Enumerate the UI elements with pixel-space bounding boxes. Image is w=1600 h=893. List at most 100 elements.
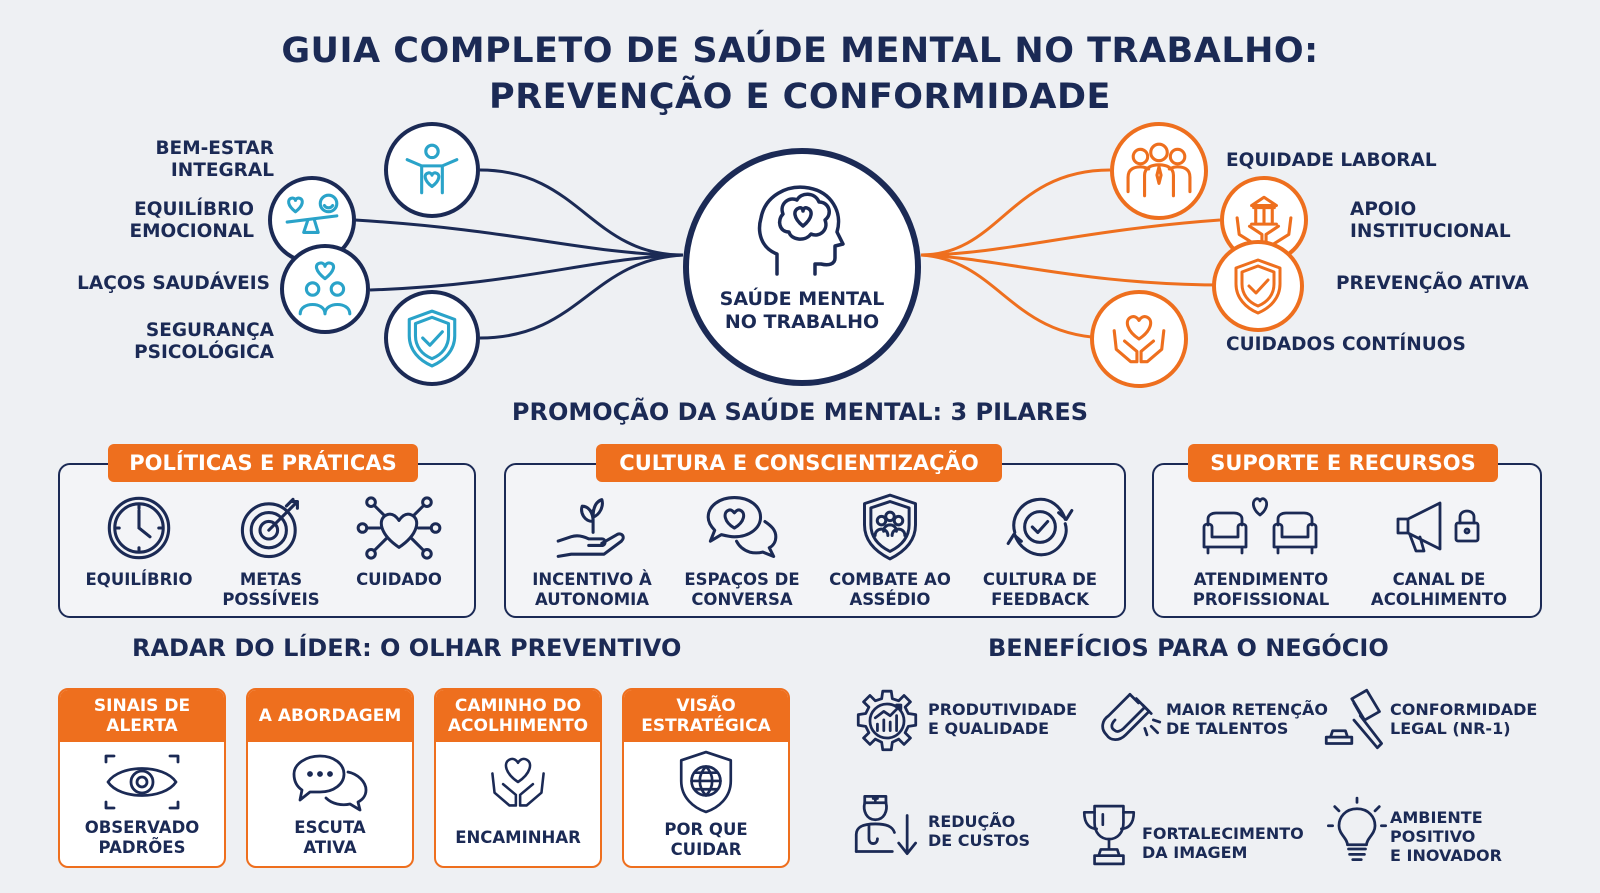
radar-card-alerta-foot-line-2: PADRÕES [98,838,186,857]
magnet-icon [1101,693,1162,742]
pillar-item-metas-line-2: POSSÍVEIS [222,590,320,609]
radar-card-abordagem-foot-line-1: ESCUTA [294,818,366,837]
hub-center-line-1: SAÚDE MENTAL [719,288,885,310]
pillar-item-canal: CANAL DE ACOLHIMENTO [1362,570,1516,610]
hub-node-left-3 [280,244,370,334]
title-line-2: PREVENÇÃO E CONFORMIDADE [489,77,1111,117]
benefit-produtividade-line-1: PRODUTIVIDADE [928,700,1077,719]
hand-plant-icon [556,498,625,558]
connector-right-2 [920,218,1221,257]
benefit-retencao-line-1: MAIOR RETENÇÃO [1166,700,1328,719]
head-brain-heart-icon [757,185,845,276]
hub-label-left-3-line-1: LAÇOS SAUDÁVEIS [77,273,270,294]
hub-center-label: SAÚDE MENTAL NO TRABALHO [689,288,915,334]
hub-label-left-4: SEGURANÇA PSICOLÓGICA [54,320,274,364]
trophy-icon [1082,804,1136,866]
benefits-heading: BENEFÍCIOS PARA O NEGÓCIO [988,634,1389,662]
shield-globe-icon [679,750,733,814]
hub-label-right-1-line-1: EQUIDADE LABORAL [1226,150,1437,171]
title-line-1: GUIA COMPLETO DE SAÚDE MENTAL NO TRABALH… [281,31,1319,71]
speech-bubbles-icon [292,754,368,812]
benefit-conformidade-line-2: LEGAL (NR-1) [1390,719,1511,738]
hub-label-right-4: CUIDADOS CONTÍNUOS [1226,334,1526,356]
hub-center-line-2: NO TRABALHO [724,311,880,333]
hub-label-left-1: BEM-ESTAR INTEGRAL [54,138,274,182]
lightbulb-icon [1326,796,1388,862]
pillar-item-atendimento: ATENDIMENTO PROFISSIONAL [1186,570,1336,610]
radar-card-acolhimento-foot: ENCAMINHAR [436,828,600,848]
radar-card-visao-foot-line-2: CUIDAR [670,840,742,859]
pillar-title-suporte: SUPORTE E RECURSOS [1188,444,1498,482]
benefit-ambiente-line-2: POSITIVO [1390,827,1476,846]
hands-heart-icon [1112,315,1166,364]
pillar-item-autonomia-line-1: INCENTIVO À [532,570,652,589]
radar-card-alerta-head-line-2: ALERTA [106,716,178,736]
radar-card-acolhimento-head-line-1: CAMINHO DO [454,696,582,716]
radar-card-abordagem: A ABORDAGEM ESCUTA ATIVA [246,688,414,868]
pillar-item-assedio: COMBATE AO ASSÉDIO [822,570,958,610]
radar-card-acolhimento-head-line-2: ACOLHIMENTO [447,716,589,736]
benefit-ambiente-line-3: E INOVADOR [1390,846,1502,865]
gavel-icon [1324,688,1383,750]
hub-node-left-4 [384,290,480,386]
hub-label-left-2-line-2: EMOCIONAL [129,221,254,242]
hub-label-left-2: EQUILÍBRIO EMOCIONAL [34,199,254,243]
people-heart-icon [298,261,352,316]
benefit-ambiente: AMBIENTE POSITIVO E INOVADOR [1390,808,1502,865]
connector-left-3 [369,253,684,292]
connector-right-3 [920,253,1226,287]
eye-icon [104,754,180,810]
shield-people-icon [863,493,917,561]
radar-card-alerta-foot: OBSERVADO PADRÕES [60,818,224,858]
benefit-retencao-line-2: DE TALENTOS [1166,719,1289,738]
hub-label-right-2-line-2: INSTITUCIONAL [1350,221,1511,242]
armchairs-heart-icon [1202,497,1318,555]
pillar-item-equilibrio-line-1: EQUILÍBRIO [85,570,193,589]
hub-label-left-4-line-1: SEGURANÇA [145,320,274,341]
connector-left-4 [479,253,684,340]
pillar-item-autonomia: INCENTIVO À AUTONOMIA [522,570,662,610]
pillars-heading: PROMOÇÃO DA SAÚDE MENTAL: 3 PILARES [511,398,1089,426]
hub-label-left-1-line-1: BEM-ESTAR [155,138,274,159]
pillar-item-metas: METAS POSSÍVEIS [206,570,336,610]
benefit-imagem-line-2: DA IMAGEM [1142,843,1248,862]
cycle-check-icon [1006,497,1074,557]
pillar-item-feedback: CULTURA DE FEEDBACK [970,570,1110,610]
hub-node-right-1 [1110,122,1208,220]
pillar-item-feedback-line-2: FEEDBACK [991,590,1089,609]
radar-card-acolhimento-foot-line-1: ENCAMINHAR [455,828,581,847]
hub-label-right-3: PREVENÇÃO ATIVA [1336,273,1600,295]
clock-icon [107,496,171,560]
hub-label-right-1: EQUIDADE LABORAL [1226,150,1526,172]
hub-label-left-3: LAÇOS SAUDÁVEIS [60,273,270,295]
hub-label-right-2-line-1: APOIO [1350,199,1417,220]
pillar-item-conversa-line-1: ESPAÇOS DE [684,570,800,589]
balance-icon [285,193,339,234]
radar-card-abordagem-head-line-1: A ABORDAGEM [258,706,402,726]
hub-label-right-2: APOIO INSTITUCIONAL [1350,199,1600,243]
radar-card-abordagem-foot-line-2: ATIVA [303,838,357,857]
benefit-produtividade-line-2: E QUALIDADE [928,719,1050,738]
connector-left-1 [479,168,684,257]
pillar-item-cuidado-line-1: CUIDADO [356,570,442,589]
radar-card-visao-head-line-2: ESTRATÉGICA [641,716,771,736]
hub-label-left-4-line-2: PSICOLÓGICA [134,342,274,363]
pillar-title-cultura: CULTURA E CONSCIENTIZAÇÃO [596,444,1002,482]
megaphone-lock-icon [1396,501,1480,553]
benefit-retencao: MAIOR RETENÇÃO DE TALENTOS [1166,700,1328,738]
pillar-item-atendimento-line-1: ATENDIMENTO [1193,570,1329,589]
hub-label-left-2-line-1: EQUILÍBRIO [134,199,254,220]
hub-node-left-2 [268,176,356,264]
pillar-item-equilibrio: EQUILÍBRIO [74,570,204,590]
radar-card-abordagem-head: A ABORDAGEM [248,690,412,742]
pillar-item-metas-line-1: METAS [239,570,303,589]
benefit-ambiente-line-1: AMBIENTE [1390,808,1483,827]
radar-card-alerta-foot-line-1: OBSERVADO [84,818,200,837]
benefit-conformidade: CONFORMIDADE LEGAL (NR-1) [1390,700,1537,738]
pillar-item-assedio-line-2: ASSÉDIO [849,590,931,609]
